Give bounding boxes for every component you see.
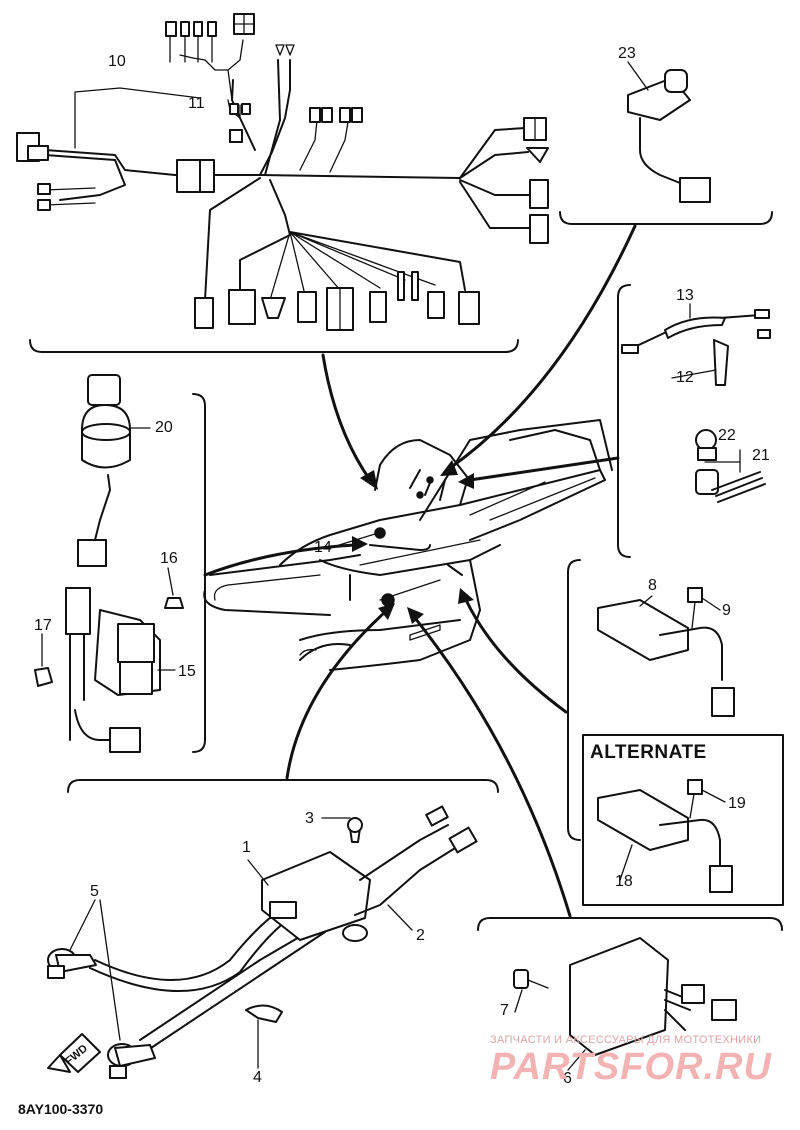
callout-2: 2 <box>416 927 425 944</box>
callout-9: 9 <box>722 602 731 619</box>
part-15-relay <box>34 587 184 753</box>
callout-11: 11 <box>188 95 205 112</box>
callout-1: 1 <box>242 839 251 856</box>
callout-3: 3 <box>305 810 314 827</box>
diagram-code: 8AY100-3370 <box>18 1101 104 1117</box>
callout-18: 18 <box>615 873 633 890</box>
callout-10: 10 <box>108 53 126 70</box>
callout-6: 6 <box>563 1070 572 1087</box>
callout-20: 20 <box>155 419 173 436</box>
callout-21: 21 <box>752 447 770 464</box>
watermark-brand: PARTSFOR.RU <box>490 1046 772 1088</box>
part-1-5-ignition-coil <box>47 805 478 1079</box>
part-23-switch <box>627 69 711 203</box>
part-8-9-regulator <box>597 587 735 717</box>
panel-brackets <box>29 211 784 931</box>
callout-23: 23 <box>618 45 636 62</box>
callout-5: 5 <box>90 883 99 900</box>
part-18-19-alternate <box>597 779 733 893</box>
pointer-arrows <box>203 224 637 918</box>
callout-4: 4 <box>253 1069 262 1086</box>
callout-15: 15 <box>178 663 196 680</box>
main-wiring-harness <box>16 13 549 331</box>
part-6-7-cdi <box>513 937 737 1056</box>
callout-14: 14 <box>314 539 332 556</box>
callout-8: 8 <box>648 577 657 594</box>
callout-16: 16 <box>160 550 178 567</box>
callout-7: 7 <box>500 1002 509 1019</box>
callout-22: 22 <box>718 427 736 444</box>
leader-lines <box>41 61 726 1071</box>
part-12-13 <box>621 309 771 386</box>
callouts: 1 2 3 4 5 6 7 8 9 10 11 12 13 14 15 16 1… <box>34 45 770 1087</box>
watermark-tagline: ЗАПЧАСТИ И АКСЕССУАРЫ ДЛЯ МОТОТЕХНИКИ <box>490 1034 762 1046</box>
alternate-title: ALTERNATE <box>590 742 707 763</box>
part-20-key-switch <box>77 374 131 567</box>
part-21-22-bulb <box>695 429 766 503</box>
callout-12: 12 <box>676 369 694 386</box>
callout-19: 19 <box>728 795 746 812</box>
callout-17: 17 <box>34 617 52 634</box>
callout-13: 13 <box>676 287 694 304</box>
snowmobile-chassis <box>203 419 613 671</box>
